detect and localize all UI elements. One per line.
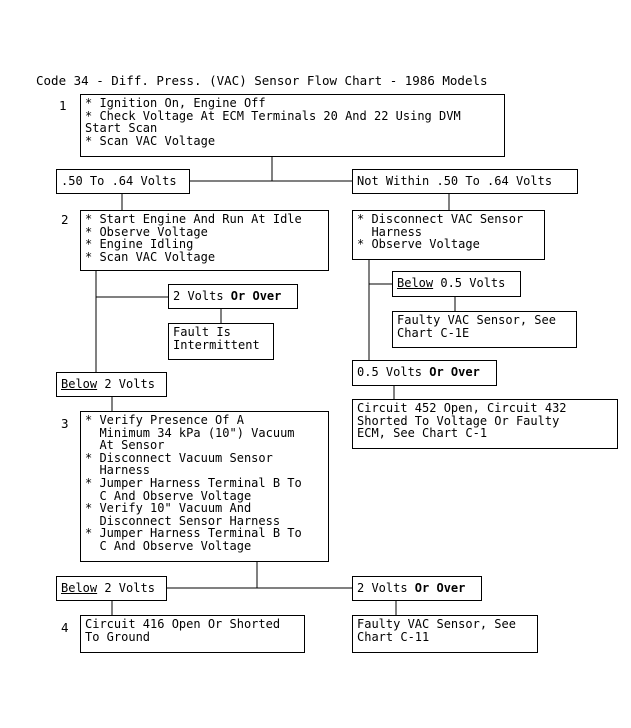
step3-below-2v-box: Below 2 Volts [56,576,167,601]
faulty-sensor-c11-box: Faulty VAC Sensor, See Chart C-11 [352,615,538,653]
voltage-value: 2 Volts [173,289,231,303]
voltage-qualifier: Or Over [429,365,480,379]
voltage-value: 2 Volts [97,377,155,391]
step-number-4: 4 [61,620,69,635]
intermittent-box: Fault Is Intermittent [168,323,274,360]
voltage-qualifier: Or Over [414,581,466,595]
idle-below-2v-box: Below 2 Volts [56,372,167,397]
range-not-box: Not Within .50 To .64 Volts [352,169,578,194]
circuit-452-box: Circuit 452 Open, Circuit 432 Shorted To… [352,399,618,449]
over-05v-box: 0.5 Volts Or Over [352,360,497,386]
below-05v-box: Below 0.5 Volts [392,271,521,297]
voltage-value: 2 Volts [357,581,415,595]
step1-box: * Ignition On, Engine Off * Check Voltag… [80,94,505,157]
chart-title: Code 34 - Diff. Press. (VAC) Sensor Flow… [36,73,488,88]
range-ok-box: .50 To .64 Volts [56,169,190,194]
voltage-qualifier: Below [61,581,98,595]
step-number-1: 1 [59,98,67,113]
voltage-qualifier: Below [397,276,434,290]
step-number-3: 3 [61,416,69,431]
voltage-value: 2 Volts [97,581,155,595]
step-number-2: 2 [61,212,69,227]
step3-box: * Verify Presence Of A Minimum 34 kPa (1… [80,411,329,562]
voltage-qualifier: Below [61,377,98,391]
step3-over-2v-box: 2 Volts Or Over [352,576,482,601]
step2-box: * Start Engine And Run At Idle * Observe… [80,210,329,271]
circuit-416-box: Circuit 416 Open Or Shorted To Ground [80,615,305,653]
idle-over-2v-box: 2 Volts Or Over [168,284,298,309]
voltage-value: 0.5 Volts [433,276,506,290]
voltage-value: 0.5 Volts [357,365,430,379]
disconnect-vac-box: * Disconnect VAC Sensor Harness * Observ… [352,210,545,260]
voltage-qualifier: Or Over [230,289,282,303]
faulty-sensor-c1e-box: Faulty VAC Sensor, See Chart C-1E [392,311,577,348]
